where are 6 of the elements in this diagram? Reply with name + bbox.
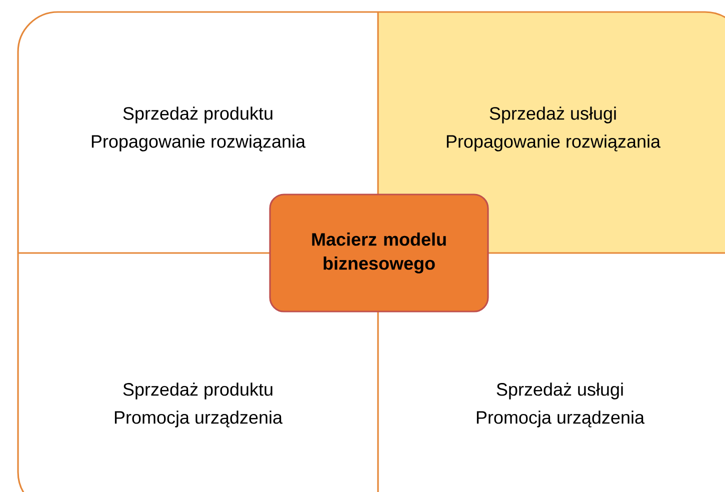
quadrant-text: Sprzedaż usługi Promocja urządzenia (476, 382, 644, 428)
center-box: Macierz modelu biznesowego (269, 194, 489, 312)
quadrant-background (378, 12, 725, 253)
quadrant-text: Sprzedaż usługi Propagowanie rozwiązania (446, 106, 660, 152)
quadrant-text: Sprzedaż produktu Promocja urządzenia (114, 382, 282, 428)
quadrant-text: Sprzedaż produktu Propagowanie rozwiązania (92, 106, 306, 152)
